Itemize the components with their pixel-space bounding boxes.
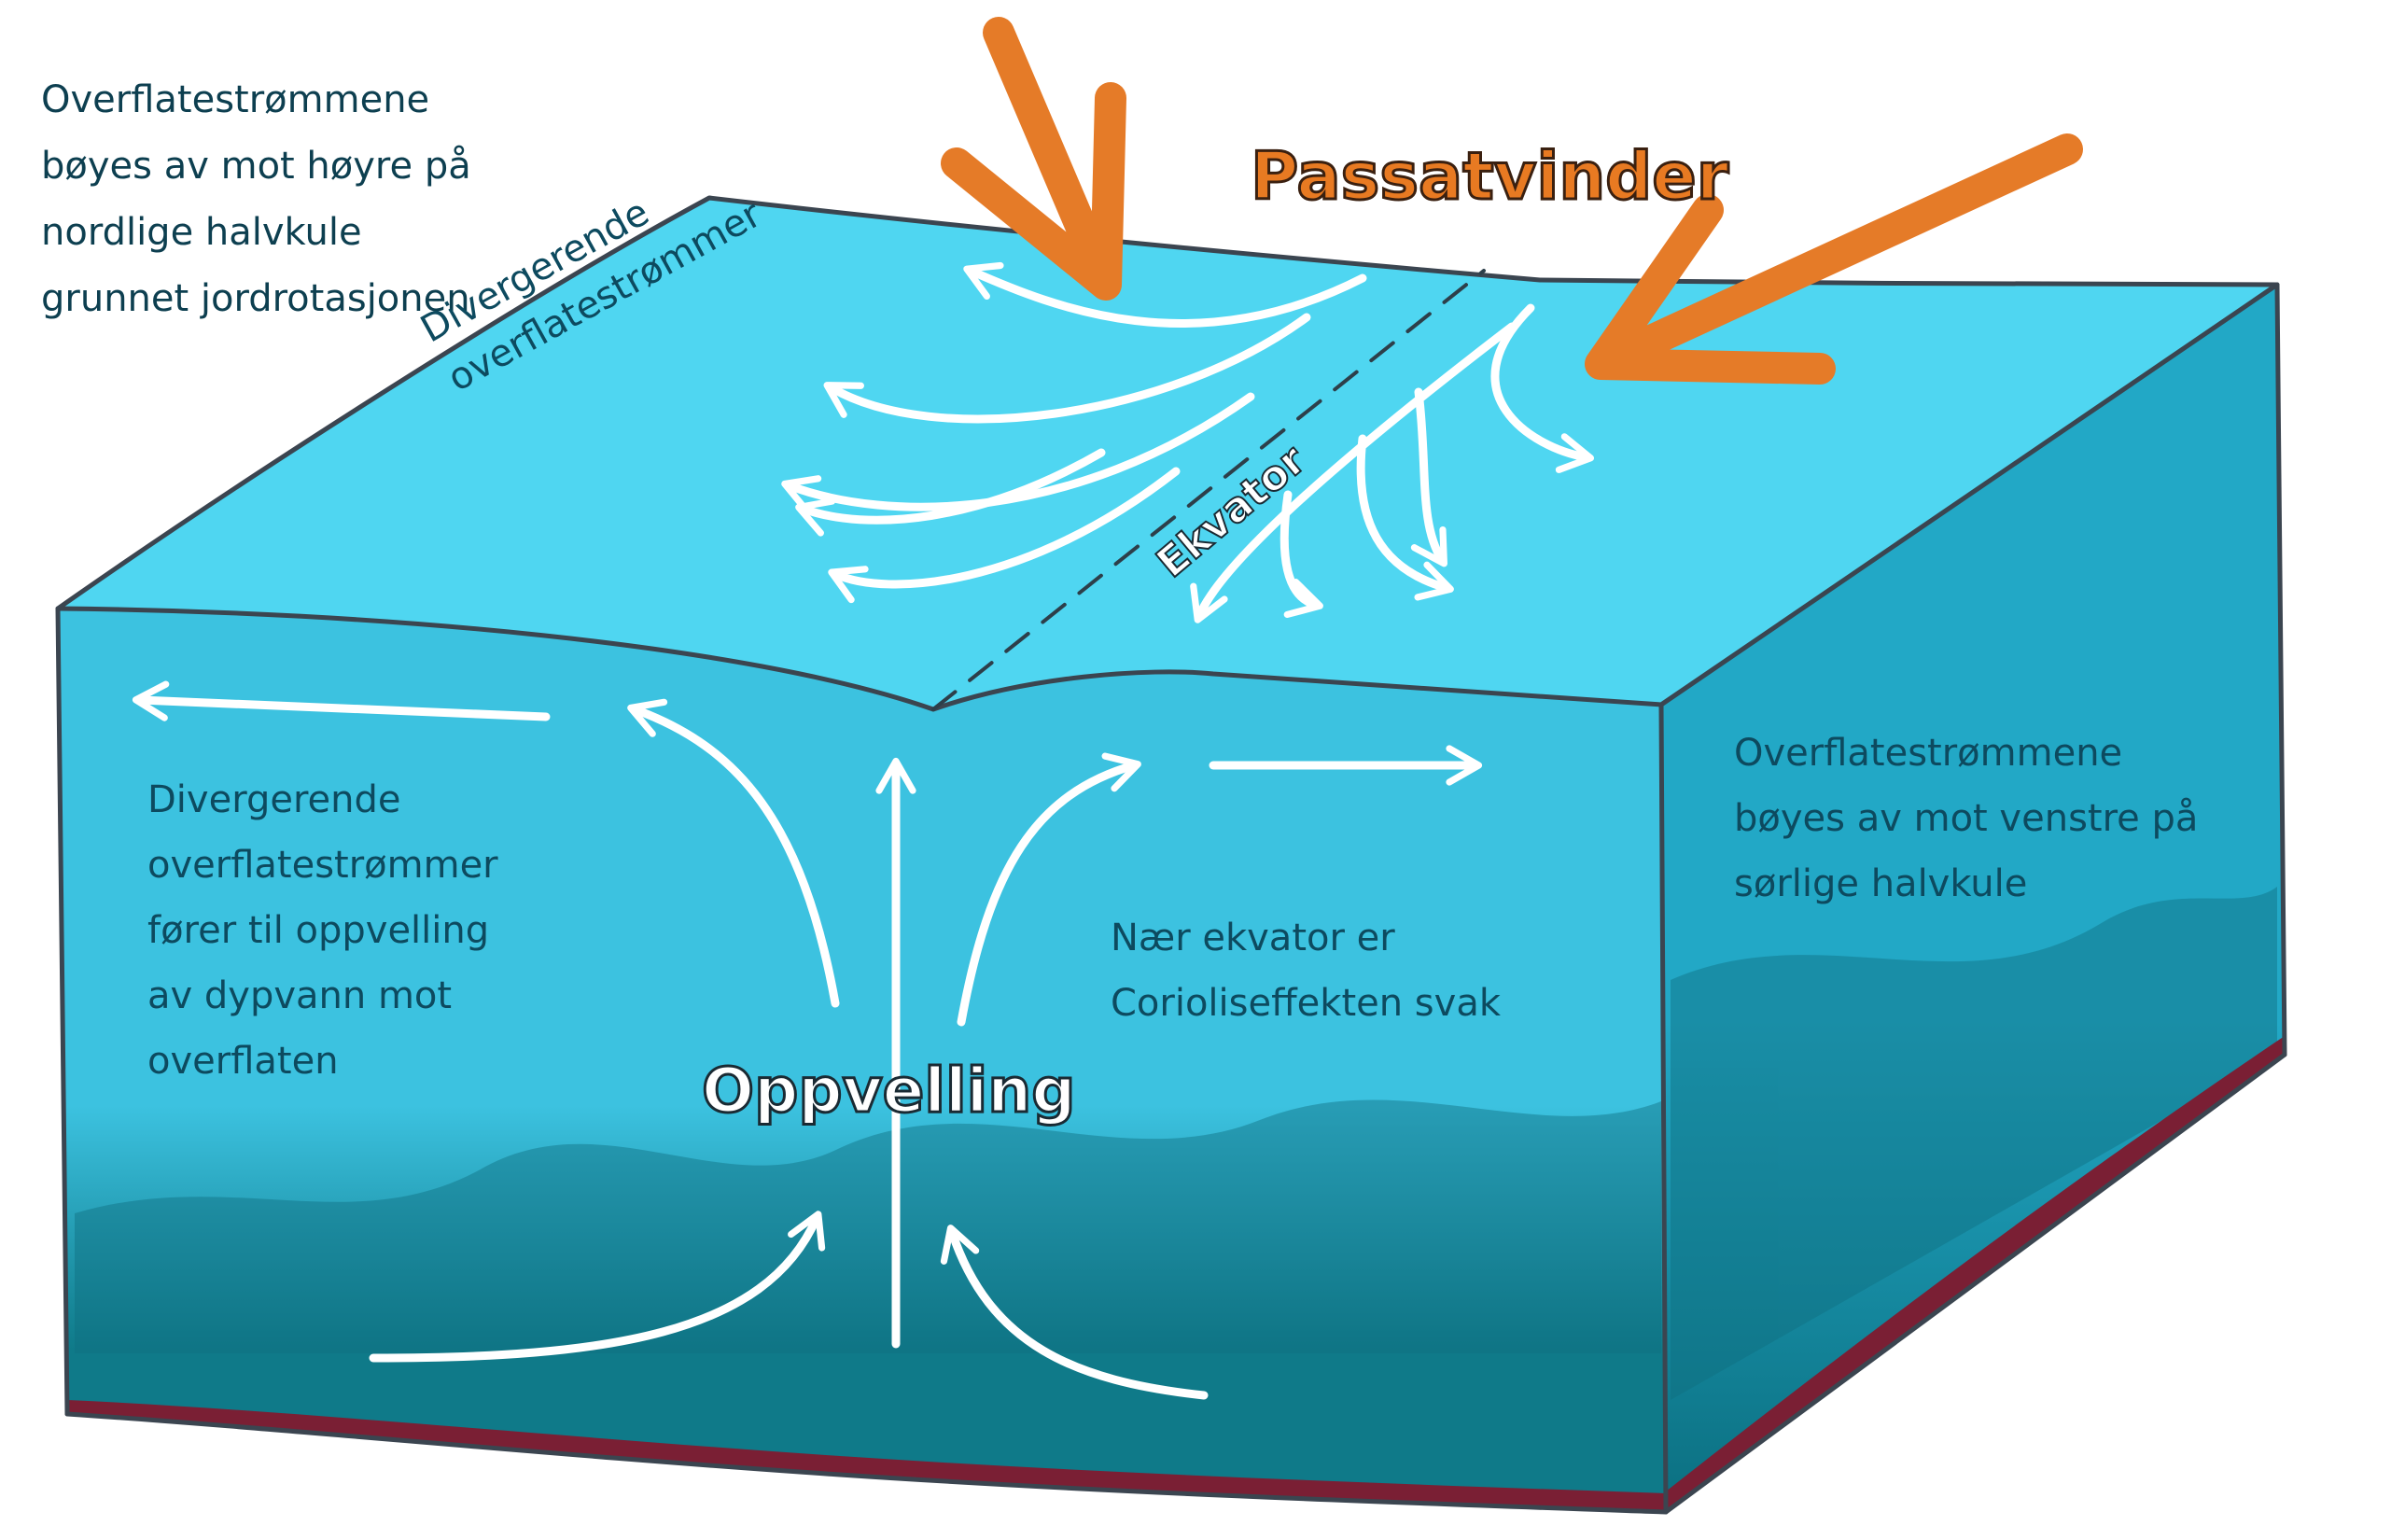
outline-bottom-front — [64, 1411, 1669, 1515]
outline-front-right — [1658, 702, 1669, 1515]
upwelling-arrow-right — [957, 752, 1141, 1027]
wind-arrow-left — [941, 17, 1126, 301]
block-front-face — [58, 609, 1666, 1512]
equator-line — [931, 269, 1486, 711]
note-coriolis-weak: Nær ekvator er Corioliseffekten svak — [1111, 917, 1501, 1025]
trade-winds-label: Passatvinder — [1249, 137, 1729, 217]
block-outlines — [55, 195, 2287, 1515]
deep-arrow-left — [369, 1211, 826, 1363]
trade-wind-arrows — [941, 17, 2083, 385]
seabed-front — [67, 1400, 1666, 1512]
top-arrow-s2 — [1190, 322, 1517, 623]
top-arrow-n1 — [963, 261, 1367, 328]
block-right-face — [1661, 285, 2285, 1512]
upwelling-label: Oppvelling — [700, 1054, 1076, 1128]
outline-right-edge — [2274, 282, 2287, 1057]
upwelling-arrow-left — [627, 698, 840, 1008]
block-top-face — [58, 198, 2277, 709]
outline-front-left — [55, 606, 70, 1417]
top-arrow-n2 — [823, 313, 1311, 424]
top-arrow-n4 — [828, 467, 1181, 604]
water-swirls — [75, 887, 2277, 1400]
deep-arrow-right — [940, 1225, 1209, 1400]
top-arrow-n5 — [795, 448, 1106, 537]
front-arrow-left — [132, 680, 551, 721]
note-southern-hemisphere: Overflatestrømmene bøyes av mot venstre … — [1734, 732, 2199, 905]
note-divergent-upwelling: Divergerende overflatestrømmer fører til… — [147, 778, 498, 1083]
seabed-right — [1666, 1036, 2285, 1512]
swirl-front — [75, 1099, 1661, 1353]
top-arrow-s3 — [1356, 434, 1454, 601]
top-arrow-s5 — [1410, 387, 1447, 567]
swirl-right — [1671, 887, 2277, 1400]
top-arrow-s1 — [1490, 303, 1595, 473]
top-arrow-s4 — [1279, 490, 1323, 618]
wind-arrow-right — [1585, 133, 2083, 385]
outline-bottom-right — [1663, 1052, 2287, 1515]
note-northern-hemisphere: Overflatestrømmene bøyes av mot høyre på… — [41, 78, 471, 320]
current-arrows — [132, 261, 1595, 1400]
